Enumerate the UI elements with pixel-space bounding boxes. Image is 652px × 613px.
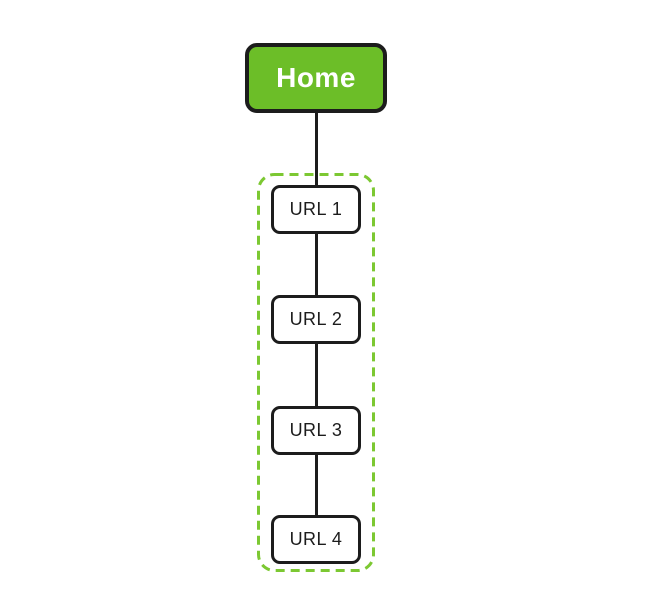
node-url-2: URL 2 — [271, 295, 361, 344]
node-url-1: URL 1 — [271, 185, 361, 234]
node-url-3-label: URL 3 — [289, 420, 343, 440]
node-url-4-label: URL 4 — [289, 529, 343, 549]
node-url-4: URL 4 — [271, 515, 361, 564]
url-group-outline — [257, 173, 375, 572]
node-url-2-label: URL 2 — [289, 309, 343, 329]
node-url-3: URL 3 — [271, 406, 361, 455]
node-url-1-label: URL 1 — [289, 199, 343, 219]
node-home-label: Home — [276, 62, 356, 93]
node-home: Home — [245, 43, 387, 113]
